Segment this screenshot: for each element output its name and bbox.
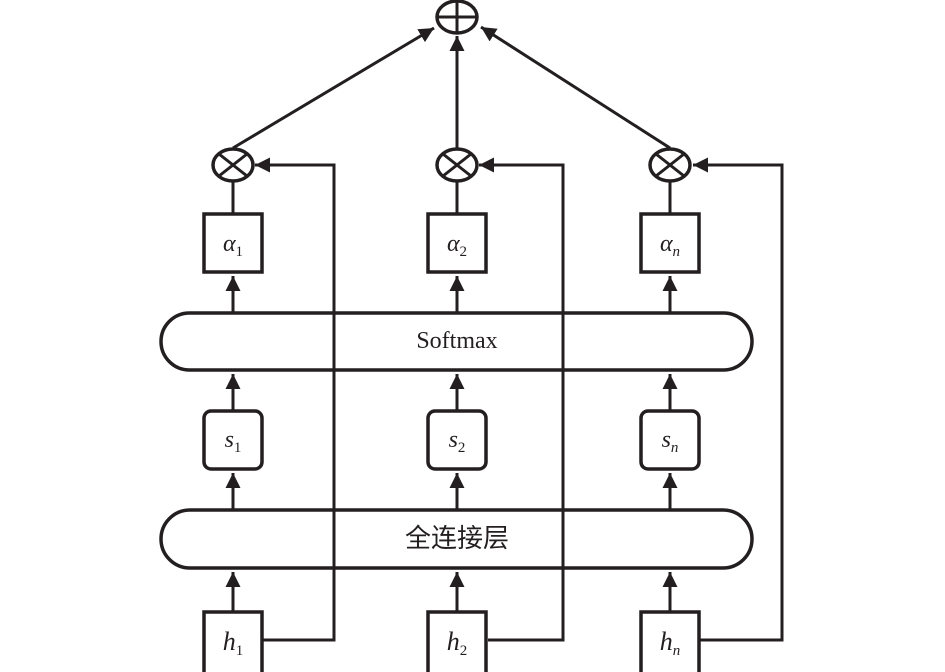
svg-text:sn: sn [662, 427, 679, 456]
alpha-label: α [223, 231, 236, 257]
hidden-label: h [660, 627, 673, 656]
svg-text:h2: h2 [447, 627, 468, 659]
multiply-node-1 [211, 147, 255, 183]
hidden-box-2: h2 [426, 610, 488, 672]
score-label: s [449, 427, 458, 453]
score-label: s [662, 427, 671, 453]
hidden-subscript: 2 [460, 643, 468, 659]
svg-text:s2: s2 [449, 427, 466, 456]
feedback-connectors [255, 157, 784, 642]
svg-text:hn: hn [660, 627, 681, 659]
svg-text:αn: αn [660, 231, 680, 260]
hidden-subscript: n [673, 643, 681, 659]
alpha-subscript: n [673, 244, 681, 260]
svg-text:α1: α1 [223, 231, 243, 260]
sum-node [435, 0, 479, 35]
score-label: s [225, 427, 234, 453]
score-box-2: s2 [426, 409, 488, 471]
alpha-box-1: α1 [202, 212, 264, 274]
feedback-line-n [693, 157, 784, 642]
hidden-label: h [447, 627, 460, 656]
multiply-node-n [648, 147, 692, 183]
fully-connected-label: 全连接层 [405, 524, 509, 554]
fully-connected-layer: 全连接层 [159, 508, 754, 570]
sum-arrows [232, 25, 671, 150]
hidden-subscript: 1 [236, 643, 244, 659]
hidden-box-1: h1 [202, 610, 264, 672]
hidden-label: h [223, 627, 236, 656]
alpha-subscript: 2 [460, 244, 468, 260]
score-subscript: n [671, 440, 679, 456]
feedback-line-2 [479, 157, 565, 642]
score-subscript: 1 [234, 440, 242, 456]
score-box-n: sn [639, 409, 701, 471]
score-subscript: 2 [458, 440, 466, 456]
alpha-label: α [447, 231, 460, 257]
hidden-box-n: hn [639, 610, 701, 672]
feedback-line-1 [255, 157, 336, 642]
arrow-mul1-to-sum [232, 26, 435, 150]
softmax-label: Softmax [416, 328, 497, 354]
multiply-node-2 [435, 147, 479, 183]
svg-text:h1: h1 [223, 627, 244, 659]
arrow-muln-to-sum [480, 25, 671, 150]
svg-text:s1: s1 [225, 427, 242, 456]
svg-text:α2: α2 [447, 231, 467, 260]
alpha-subscript: 1 [236, 244, 244, 260]
alpha-label: α [660, 231, 673, 257]
alpha-box-n: αn [639, 212, 701, 274]
score-box-1: s1 [202, 409, 264, 471]
softmax-layer: Softmax [159, 311, 754, 372]
alpha-box-2: α2 [426, 212, 488, 274]
